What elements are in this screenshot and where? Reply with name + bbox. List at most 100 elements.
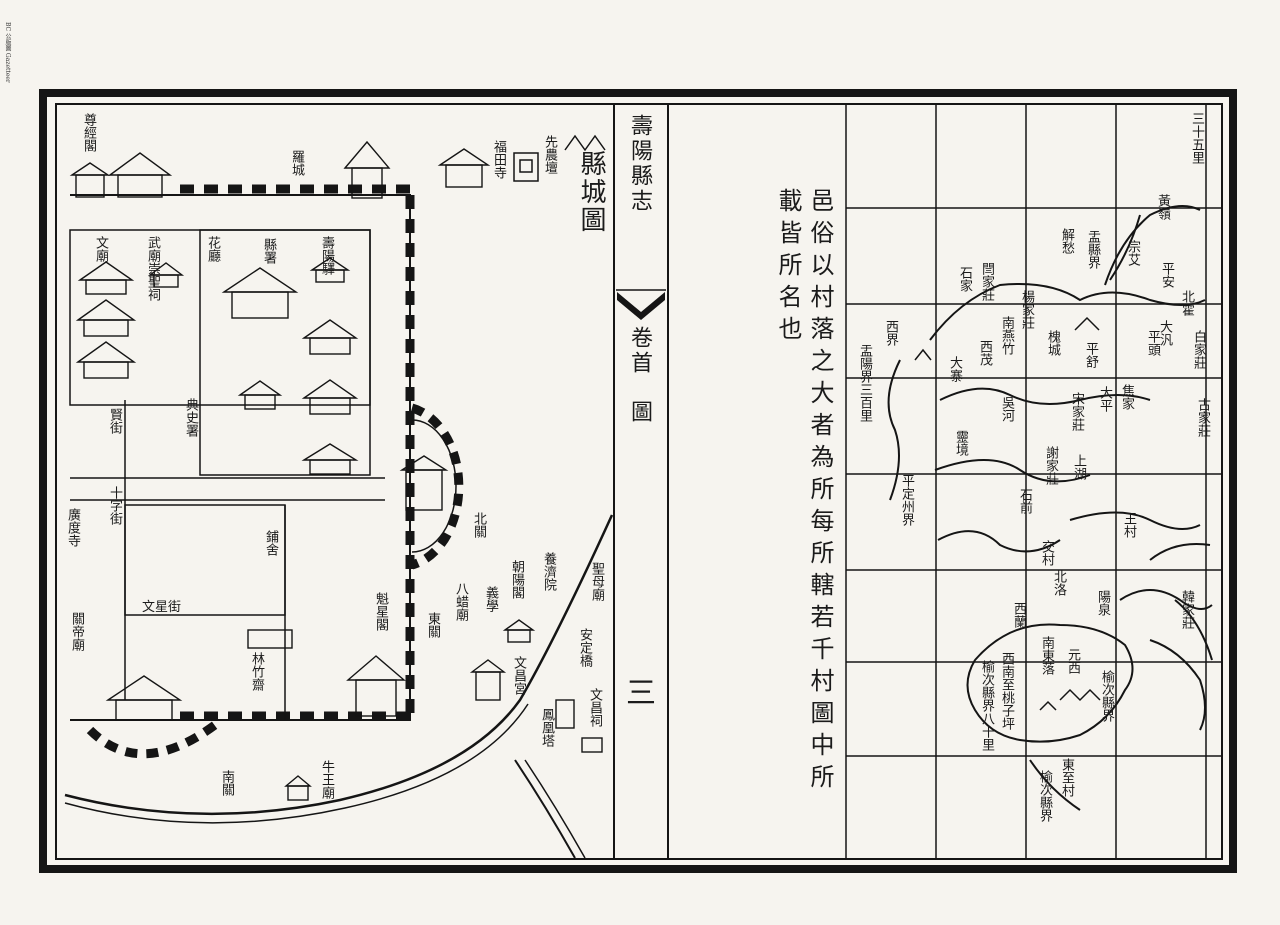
label-lingjing: 靈境	[953, 430, 968, 456]
building-zunjing	[69, 162, 111, 198]
building-futian	[437, 148, 491, 188]
label-xiannong: 先農壇	[542, 135, 557, 174]
label-guandi: 關帝廟	[69, 612, 84, 651]
label-shiqian: 石前	[1017, 488, 1032, 514]
label-beiguan: 北關	[471, 512, 486, 538]
building-south	[105, 675, 183, 721]
building-tower	[107, 152, 173, 198]
building-niuwang	[284, 775, 312, 801]
label-xianshu: 縣署	[261, 238, 276, 264]
juan-label: 卷首	[627, 326, 652, 376]
building-east3	[301, 443, 359, 475]
building-yiguan	[309, 257, 351, 283]
label-niuwang: 牛王廟	[319, 760, 334, 799]
label-zunjingge: 尊經閣	[81, 113, 96, 152]
city-map	[64, 134, 614, 859]
label-wenchang: 文昌宮	[511, 656, 526, 695]
intro-col-1: 邑俗以村落之大者為所每所轄若千村圖中所	[806, 188, 834, 796]
label-yuyang: 盂陽界三百里	[857, 344, 872, 422]
label-wenchangci: 文昌祠	[587, 688, 602, 727]
label-dongguan: 東關	[425, 612, 440, 638]
label-mengxian: 盂縣界	[1085, 230, 1100, 269]
label-huangdian: 黃嶺	[1155, 194, 1170, 220]
label-yanjiazhuang: 閆家莊	[979, 262, 994, 301]
inner-border	[55, 103, 1223, 860]
label-xijie: 西界	[883, 320, 898, 346]
label-kuixing: 魁星閣	[373, 592, 388, 631]
page-number: 三	[626, 676, 656, 711]
label-corner: 三十五里	[1189, 112, 1204, 164]
building-luocheng	[343, 140, 391, 199]
label-yangquan: 陽泉	[1095, 590, 1110, 616]
building-fengta	[555, 699, 575, 729]
building-linzhu	[247, 629, 293, 649]
label-yangji: 養濟院	[541, 552, 556, 591]
building-wenmiao2	[75, 299, 137, 337]
building-wenmiao1	[77, 261, 135, 295]
label-linzhu: 林竹齋	[249, 652, 264, 691]
label-pingtou: 平頭	[1145, 330, 1160, 356]
label-wenxing: 文星街	[142, 600, 182, 615]
label-xinanhe: 西南至桃子坪	[999, 652, 1014, 730]
label-dongyuan: 東至村	[1059, 758, 1074, 797]
label-nanguan: 南關	[219, 770, 234, 796]
label-jiaocun: 交村	[1039, 540, 1054, 566]
district-map	[845, 104, 1222, 859]
label-wangcun: 王村	[1121, 512, 1136, 538]
label-yuci-east: 榆次縣界	[1037, 770, 1052, 822]
label-nanyan: 南燕竹	[999, 316, 1014, 355]
building-east2	[301, 379, 359, 415]
terrain-lines	[887, 205, 1213, 811]
label-fuci: 福田寺	[491, 140, 506, 179]
building-wenmiao3	[75, 341, 137, 379]
label-shizijie: 十字街	[107, 486, 122, 525]
building-kuixing	[346, 655, 406, 717]
label-yixue: 義學	[483, 586, 498, 612]
book-title: 壽陽縣志	[627, 114, 652, 214]
city-map-title: 縣城圖	[576, 150, 606, 234]
label-wuchongsi: 武廟崇聖祠	[145, 236, 160, 301]
corner-stamp: BC 公版圖 Gazetteer	[4, 22, 11, 83]
label-gujiazhuang: 古家莊	[1195, 398, 1210, 437]
label-luocheng: 羅城	[289, 150, 304, 176]
label-ximao: 西茂	[977, 340, 992, 366]
label-yuanxi: 元西	[1065, 648, 1080, 674]
label-pingding: 平定州界	[899, 474, 914, 526]
label-huating: 花廳	[205, 236, 220, 262]
building-chaoyang	[502, 619, 536, 643]
label-dazhai: 大寨	[947, 356, 962, 382]
label-dazhai2: 榆次縣界	[1099, 670, 1114, 722]
label-yangjiazhuang: 楊家莊	[1019, 290, 1034, 329]
grid	[845, 104, 1222, 859]
building-xianshu	[221, 267, 299, 319]
label-beiji: 北洛	[1051, 570, 1066, 596]
label-huaicheng: 槐城	[1045, 330, 1060, 356]
building-wumiao	[147, 262, 185, 288]
label-wenmiao: 文廟	[93, 236, 108, 262]
label-wuhe: 吳河	[999, 396, 1014, 422]
fishtail-mark	[617, 292, 665, 320]
label-xiejiazhuang: 謝家莊	[1043, 446, 1058, 485]
intro-col-2: 載皆所名也	[774, 188, 802, 348]
building-mid	[237, 380, 283, 410]
label-shangwu: 上湖	[1071, 454, 1086, 480]
label-anding: 安定橋	[577, 628, 592, 667]
label-pingan: 平安	[1159, 262, 1174, 288]
label-xiandian: 賢街	[107, 408, 122, 434]
label-nandongluo: 南東落	[1039, 636, 1054, 675]
label-yuci80: 榆次縣界八十里	[979, 660, 994, 751]
label-guandu: 廣度寺	[65, 508, 80, 547]
label-jiagu: 解愁	[1059, 228, 1074, 254]
label-chaoyang: 朝陽閣	[509, 560, 524, 599]
hill-glyphs	[914, 316, 1101, 711]
label-taiping: 大平	[1097, 386, 1112, 412]
building-glyphs	[69, 140, 603, 801]
outer-border	[39, 89, 1237, 873]
label-songta: 宋家莊	[1069, 392, 1084, 431]
tu-label: 圖	[627, 400, 652, 425]
label-huangmu: 聖母廟	[589, 562, 604, 601]
label-taihu: 大汎	[1157, 320, 1172, 346]
label-baijiazhuang: 白家莊	[1191, 330, 1206, 369]
